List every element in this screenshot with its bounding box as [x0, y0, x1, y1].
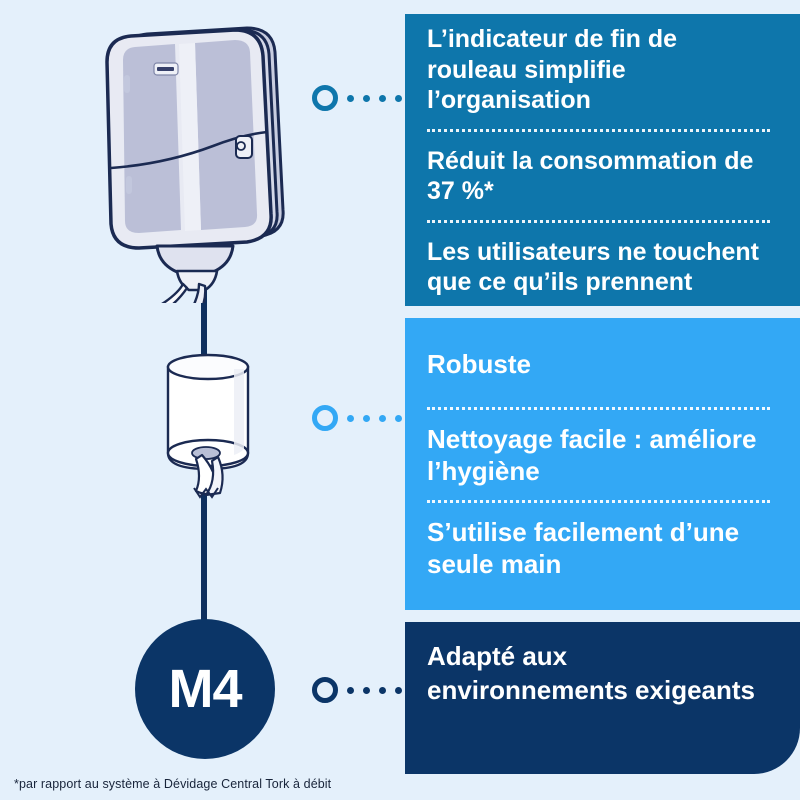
system-code-label: M4: [168, 659, 242, 719]
circle-ring-icon: [312, 405, 338, 431]
leader-dot: [363, 686, 370, 694]
leader-dot: [363, 414, 370, 422]
leader-dot: [379, 686, 386, 694]
connector-bottom: [312, 675, 402, 705]
leader-dot: [347, 94, 354, 102]
dotted-leader: [347, 414, 402, 422]
circle-ring-icon: [312, 677, 338, 703]
leader-dot: [363, 94, 370, 102]
leader-dot: [395, 94, 402, 102]
circle-ring-icon: [312, 85, 338, 111]
benefits-panel-primary: L’indicateur de fin de rouleau simplifie…: [405, 14, 800, 306]
benefits-panel-secondary: Robuste Nettoyage facile : améliore l’hy…: [405, 318, 800, 610]
leader-dot: [379, 94, 386, 102]
paper-roll-illustration: [150, 345, 270, 500]
benefits-panel-tertiary: Adapté aux environnements exigeants: [405, 622, 800, 774]
connector-top: [312, 83, 402, 113]
benefit-item: Les utilisateurs ne touchent que ce qu’i…: [427, 219, 770, 307]
connector-middle: [312, 403, 402, 433]
leader-dot: [347, 414, 354, 422]
dispenser-illustration: [95, 18, 310, 329]
leader-dot: [379, 414, 386, 422]
leader-dot: [395, 414, 402, 422]
leader-dot: [395, 686, 402, 694]
system-code-badge: M4: [135, 619, 275, 759]
dotted-leader: [347, 94, 402, 102]
benefit-item: L’indicateur de fin de rouleau simplifie…: [427, 25, 678, 115]
dotted-leader: [347, 686, 402, 694]
benefit-item: Réduit la consommation de 37 %*: [427, 128, 770, 216]
benefit-item: S’utilise facilement d’une seule main: [427, 500, 770, 589]
benefit-item: Nettoyage facile : améliore l’hygiène: [427, 406, 770, 496]
benefit-item: Adapté aux environnements exigeants: [427, 641, 755, 705]
footnote-text: *par rapport au système à Dévidage Centr…: [14, 777, 332, 791]
leader-dot: [347, 686, 354, 694]
benefit-item: Robuste: [427, 349, 531, 380]
